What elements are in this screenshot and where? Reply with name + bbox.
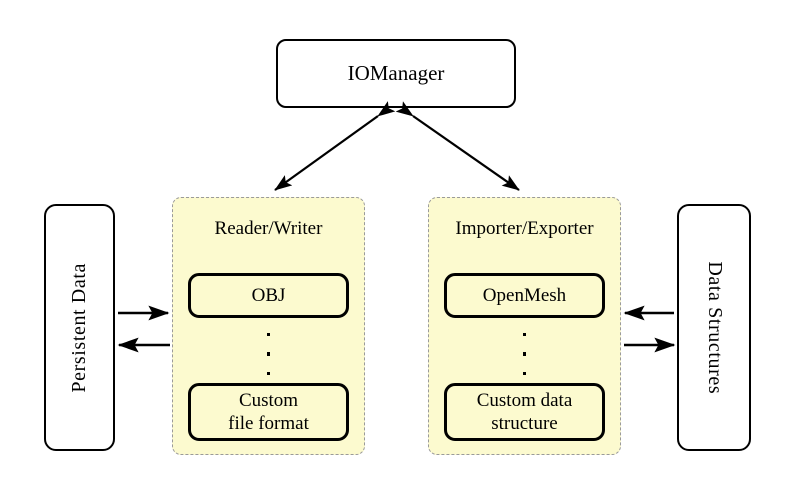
reader-writer-ellipsis-icon (173, 331, 364, 377)
data-structures-box[interactable]: Data Structures (677, 204, 751, 451)
reader-writer-title: Reader/Writer (214, 218, 323, 239)
ellipsis-dot (522, 333, 527, 337)
ellipsis-dot (266, 352, 271, 356)
importer-exporter-item-custom-data-structure[interactable]: Custom data structure (444, 383, 605, 441)
importer-exporter-ellipsis-icon (429, 331, 620, 377)
iomanager-box[interactable]: IOManager (276, 39, 516, 108)
arrow-manager-importer-exporter (395, 101, 520, 191)
ellipsis-dot (266, 333, 271, 337)
arrow-manager-reader-writer (274, 101, 396, 191)
reader-writer-item-custom-file-format-label: Custom file format (228, 389, 309, 435)
reader-writer-panel[interactable]: Reader/Writer OBJ Custom file format (172, 197, 365, 455)
persistent-data-box[interactable]: Persistent Data (44, 204, 115, 451)
ellipsis-dot (266, 371, 271, 375)
custom-data-structure-line2: structure (491, 413, 558, 434)
importer-exporter-item-openmesh-label: OpenMesh (482, 284, 567, 306)
importer-exporter-item-openmesh[interactable]: OpenMesh (444, 273, 605, 318)
iomanager-label: IOManager (347, 61, 445, 86)
reader-writer-item-obj-label: OBJ (251, 284, 286, 306)
importer-exporter-panel[interactable]: Importer/Exporter OpenMesh Custom data s… (428, 197, 621, 455)
custom-file-format-line1: Custom (238, 389, 299, 411)
reader-writer-item-obj[interactable]: OBJ (188, 273, 349, 318)
importer-exporter-item-custom-data-structure-label: Custom data structure (477, 389, 573, 435)
data-structures-label: Data Structures (703, 261, 726, 394)
importer-exporter-title: Importer/Exporter (455, 218, 594, 239)
reader-writer-item-custom-file-format[interactable]: Custom file format (188, 383, 349, 441)
ellipsis-dot (522, 352, 527, 356)
persistent-data-label: Persistent Data (67, 262, 90, 393)
ellipsis-dot (522, 371, 527, 375)
custom-data-structure-line1: Custom data (476, 389, 573, 411)
custom-file-format-line2: file format (228, 413, 309, 434)
